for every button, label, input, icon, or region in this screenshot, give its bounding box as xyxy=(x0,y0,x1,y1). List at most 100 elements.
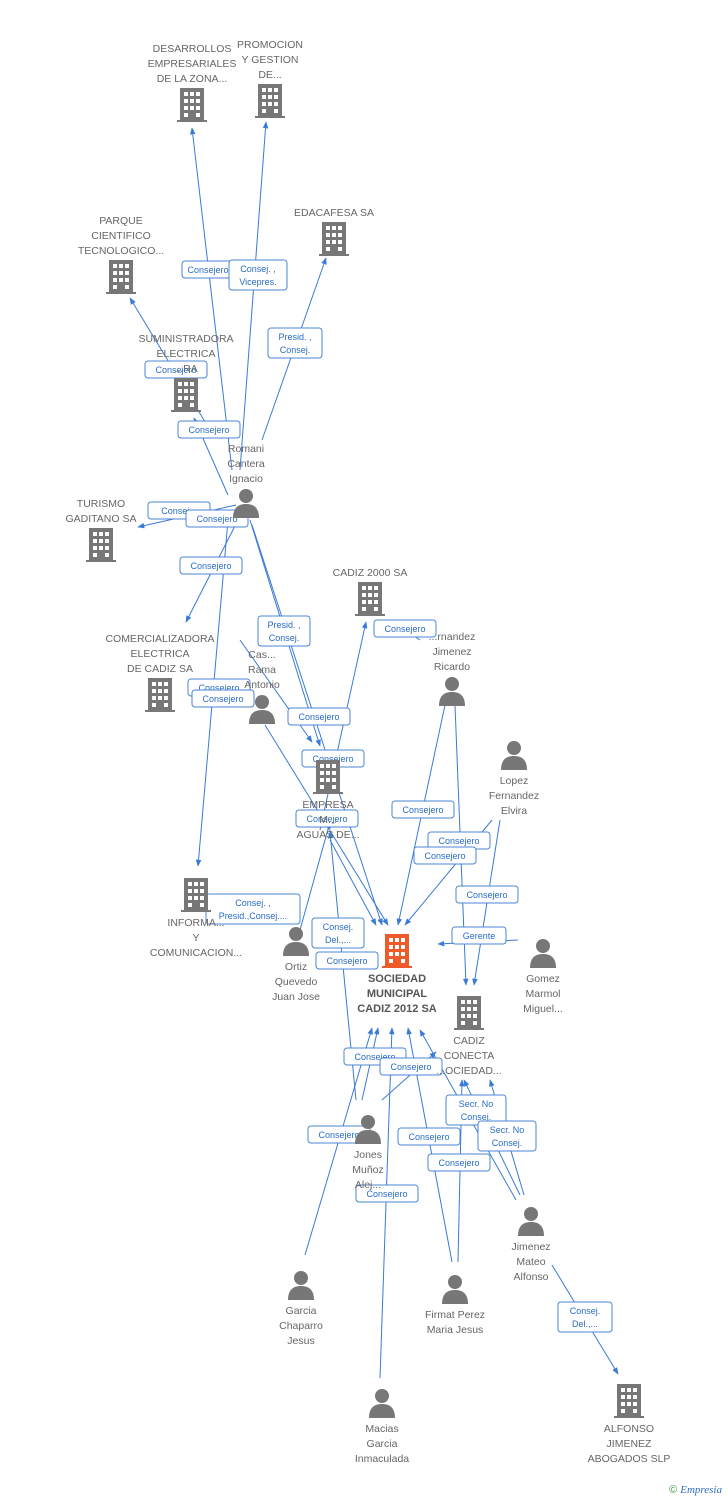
edge-label-e9[interactable]: Presid. ,Consej. xyxy=(257,615,311,647)
edge-label-e25[interactable]: Consejero xyxy=(379,1057,443,1076)
edge-label-box xyxy=(287,707,351,726)
node-label-line: DE... xyxy=(258,69,281,81)
node-label-line: CONECTA xyxy=(444,1050,495,1062)
edge-label-line: Consejero xyxy=(198,683,239,693)
edge-label-e18[interactable]: Consejero xyxy=(413,846,477,865)
edge-label-line: Consej... xyxy=(161,506,197,516)
edge-label-box xyxy=(295,809,359,828)
node-jones[interactable]: JonesMuñozAlej... xyxy=(352,1115,384,1191)
node-label-line: ELECTRICA xyxy=(157,348,216,360)
node-label-line: Romani xyxy=(228,443,264,455)
edge-label-e31[interactable]: Consejero xyxy=(355,1184,419,1203)
node-label-line: ALFONSO xyxy=(604,1423,654,1435)
node-label-line: CADIZ 2012 SA xyxy=(357,1003,437,1015)
building-icon xyxy=(171,378,201,412)
edge-label-e23[interactable]: Gerente xyxy=(451,926,507,945)
edge-label-e1[interactable]: Consejero xyxy=(181,260,235,279)
node-label-line: TECNOLOGICO... xyxy=(78,245,164,257)
person-icon xyxy=(501,741,527,770)
edge-label-box xyxy=(373,619,437,638)
node-informacion[interactable]: INFORMA...YCOMUNICACION... xyxy=(150,878,242,959)
building-icon xyxy=(255,84,285,118)
node-label-line: Elvira xyxy=(501,805,527,817)
edge-label-box xyxy=(391,800,455,819)
edge-label-e2[interactable]: Consej. ,Vicepres. xyxy=(228,259,288,291)
edge-label-line: Consejero xyxy=(384,624,425,634)
brand-name: Empresia xyxy=(680,1484,722,1496)
edge-label-e12[interactable]: Consejero xyxy=(191,689,255,708)
node-label-line: Jimenez xyxy=(511,1241,550,1253)
node-edacafesa[interactable]: EDACAFESA SA xyxy=(294,207,374,256)
building-icon xyxy=(614,1384,644,1418)
building-icon xyxy=(382,934,412,968)
edge-label-e8[interactable]: Consejero xyxy=(179,556,243,575)
node-label-line: Rama xyxy=(248,664,276,676)
node-cadizconecta[interactable]: CADIZCONECTA...OCIEDAD... xyxy=(436,996,502,1077)
edge-label-line: Consejero xyxy=(438,1158,479,1168)
node-label-line: AGUAS DE... xyxy=(296,829,359,841)
edge-label-e15[interactable]: Consejero xyxy=(295,809,359,828)
node-gomez[interactable]: GomezMarmolMiguel... xyxy=(523,939,563,1015)
edge-label-box xyxy=(477,1120,537,1152)
edge-label-e17[interactable]: Consejero xyxy=(427,831,491,850)
node-label-line: Fernandez xyxy=(489,790,539,802)
node-label-line: SOCIEDAD xyxy=(368,973,426,985)
brand-footer: ©Empresia xyxy=(669,1484,722,1496)
edge-label-e21[interactable]: Consej.Del.,... xyxy=(311,917,365,949)
edge-label-line: Consejero xyxy=(155,365,196,375)
edge-label-e16[interactable]: Consejero xyxy=(391,800,455,819)
edge-label-e4[interactable]: Consejero xyxy=(144,360,208,379)
edge-label-e20[interactable]: Consejero xyxy=(455,885,519,904)
edge-label-line: Consejero xyxy=(354,1052,395,1062)
node-label-line: Ortiz xyxy=(285,961,307,973)
node-label-line: COMUNICACION... xyxy=(150,947,242,959)
edge-label-e29[interactable]: Consejero xyxy=(397,1127,461,1146)
edge-label-e10[interactable]: Consejero xyxy=(373,619,437,638)
edge-label-e22[interactable]: Consejero xyxy=(315,951,379,970)
edge-label-e32[interactable]: Consej.Del.,... xyxy=(557,1301,613,1333)
node-cadiz2000[interactable]: CADIZ 2000 SA xyxy=(333,567,408,616)
building-icon xyxy=(86,528,116,562)
node-label-line: CADIZ xyxy=(453,1035,485,1047)
edge-label-e7[interactable]: Consejero xyxy=(185,509,249,528)
edge-label-line: Consejero xyxy=(187,265,228,275)
person-icon xyxy=(288,1271,314,1300)
edge-castro-cadiz2000 xyxy=(319,621,368,831)
edge-label-line: Consejero xyxy=(408,1132,449,1142)
person-icon xyxy=(439,677,465,706)
edge-label-e13[interactable]: Consejero xyxy=(287,707,351,726)
edge-label-e5[interactable]: Consejero xyxy=(177,420,241,439)
edge-label-e3[interactable]: Presid. ,Consej. xyxy=(267,327,323,359)
edge-label-box xyxy=(315,951,379,970)
edge-label-e30[interactable]: Consejero xyxy=(427,1153,491,1172)
edge-label-box xyxy=(257,615,311,647)
node-label-line: JIMENEZ xyxy=(607,1438,653,1450)
edge-label-line: Gerente xyxy=(463,931,496,941)
edge-label-line: Consejero xyxy=(402,805,443,815)
edge-label-box xyxy=(191,689,255,708)
node-label-line: PROMOCION xyxy=(237,39,303,51)
node-parque[interactable]: PARQUECIENTIFICOTECNOLOGICO... xyxy=(78,215,164,294)
person-icon xyxy=(283,927,309,956)
edge-label-box xyxy=(455,885,519,904)
